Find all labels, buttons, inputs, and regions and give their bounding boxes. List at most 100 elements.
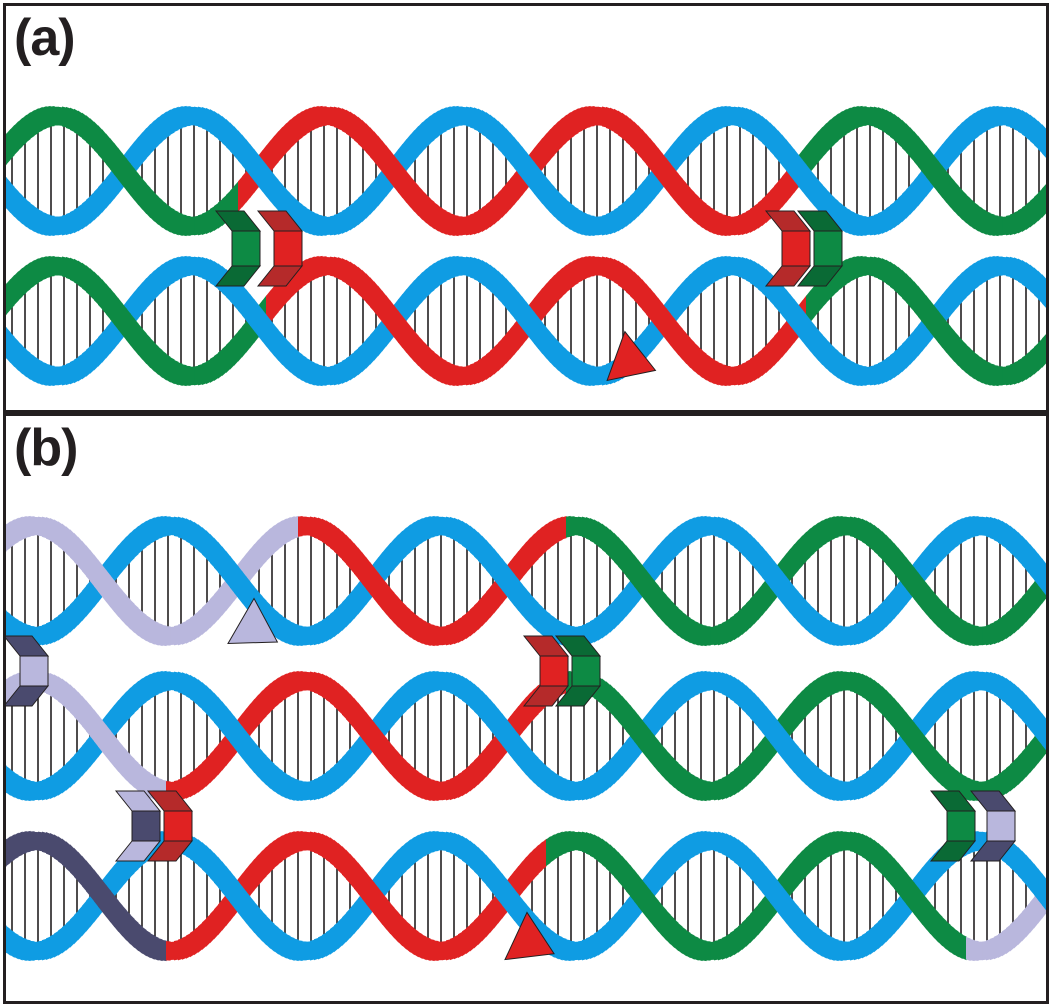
strand-segment (942, 165, 947, 204)
strand-segment (154, 266, 159, 300)
strand-segment (310, 831, 315, 853)
strand-segment (494, 576, 499, 614)
strand-segment (502, 333, 507, 368)
strand-segment (134, 136, 139, 174)
strand-segment (582, 778, 587, 801)
strand-segment (542, 838, 547, 871)
strand-segment (1014, 916, 1019, 949)
strand-segment (890, 538, 895, 575)
strand-segment (298, 830, 303, 852)
strand-segment (430, 515, 435, 539)
helix-b-row-3-s2-front (38, 831, 983, 962)
strand-segment (970, 348, 975, 380)
strand-segment (738, 922, 743, 953)
junction-cap (146, 790, 194, 812)
strand-segment (594, 770, 599, 798)
strand-segment (706, 259, 711, 289)
strand-segment (726, 106, 731, 127)
strand-segment (850, 360, 855, 386)
strand-segment (810, 319, 815, 357)
strand-segment (1002, 613, 1007, 642)
strand-segment (138, 282, 143, 319)
strand-segment (110, 574, 115, 613)
strand-segment (786, 289, 791, 327)
strand-segment (902, 552, 907, 590)
strand-segment (818, 767, 823, 797)
strand-segment (626, 195, 631, 227)
strand-segment (314, 255, 319, 280)
strand-segment (866, 106, 871, 126)
strand-segment (382, 577, 387, 615)
strand-segment (690, 187, 695, 222)
strand-segment (990, 937, 995, 961)
strand-segment (226, 865, 231, 904)
strand-segment (414, 125, 419, 162)
strand-segment (1022, 204, 1027, 232)
strand-segment (150, 270, 155, 305)
junction-b-left-top (6, 635, 50, 707)
strand-segment (742, 256, 747, 281)
strand-segment (738, 106, 743, 128)
strand-segment (382, 547, 387, 585)
strand-segment (202, 603, 207, 636)
strand-segment (398, 597, 403, 632)
strand-segment (954, 928, 959, 958)
strand-segment (334, 606, 339, 638)
strand-segment (854, 622, 859, 646)
strand-segment (538, 316, 543, 355)
strand-segment (126, 687, 131, 723)
strand-segment (426, 194, 431, 227)
strand-segment (490, 896, 495, 934)
strand-segment (574, 781, 579, 801)
strand-segment (474, 843, 479, 876)
strand-segment (158, 670, 163, 694)
strand-segment (646, 172, 651, 209)
strand-segment (938, 530, 943, 565)
strand-segment (410, 836, 415, 868)
strand-segment (18, 267, 23, 301)
strand-segment (638, 714, 643, 753)
strand-segment (398, 752, 403, 787)
strand-segment (730, 256, 735, 276)
junction-cap (522, 635, 570, 657)
strand-segment (510, 723, 515, 762)
strand-segment (594, 366, 599, 386)
strand-segment (826, 773, 831, 800)
strand-segment (134, 525, 139, 559)
strand-segment (550, 124, 555, 161)
helix-a-row-2-s1-front (6, 256, 1046, 387)
strand-segment (878, 842, 883, 875)
strand-segment (302, 354, 307, 384)
strand-segment (498, 188, 503, 222)
strand-segment (750, 533, 755, 568)
strand-segment (574, 206, 579, 234)
strand-segment (434, 202, 439, 232)
strand-segment (662, 851, 667, 887)
strand-segment (578, 831, 583, 852)
strand-segment (302, 781, 307, 801)
strand-segment (338, 211, 343, 235)
strand-segment (130, 914, 135, 949)
strand-segment (482, 535, 487, 571)
strand-segment (746, 530, 751, 564)
strand-segment (714, 780, 719, 801)
strand-segment (830, 936, 835, 961)
strand-segment (786, 891, 791, 929)
strand-segment (646, 884, 651, 923)
strand-segment (462, 520, 467, 549)
strand-segment (822, 518, 827, 547)
strand-segment (170, 516, 175, 536)
strand-segment (854, 516, 859, 540)
strand-segment (386, 145, 391, 183)
strand-segment (346, 109, 351, 137)
strand-segment (122, 590, 127, 626)
helix-b-row-3 (6, 830, 1046, 962)
strand-segment (450, 213, 455, 237)
strand-segment (258, 690, 263, 726)
strand-segment (602, 364, 607, 386)
strand-segment (318, 364, 323, 387)
strand-segment (466, 256, 471, 278)
strand-segment (842, 204, 847, 234)
strand-segment (742, 918, 747, 951)
strand-segment (618, 260, 623, 289)
